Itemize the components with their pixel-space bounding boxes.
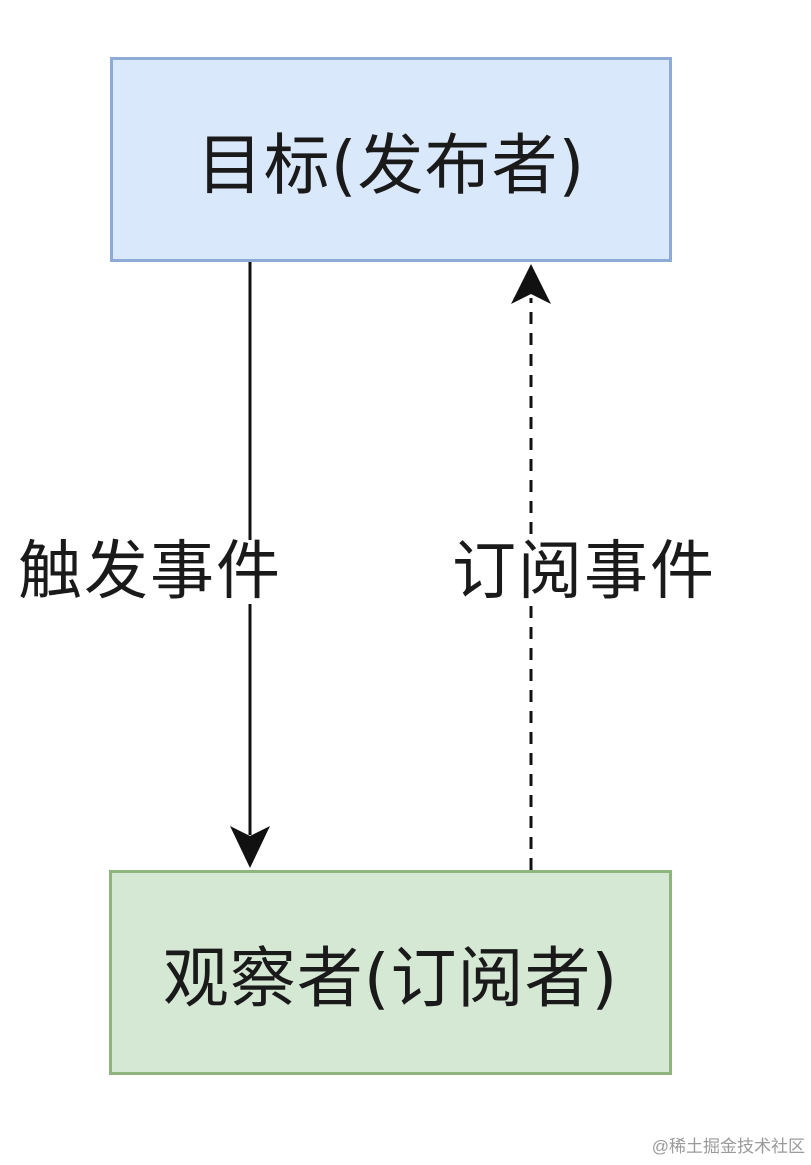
subscriber-node-label: 观察者(订阅者) bbox=[162, 939, 619, 1017]
trigger-arrowhead-icon bbox=[230, 826, 270, 868]
subscriber-node: 观察者(订阅者) bbox=[109, 870, 672, 1075]
subscribe-edge-label: 订阅事件 bbox=[448, 540, 720, 604]
publisher-node-label: 目标(发布者) bbox=[196, 126, 586, 204]
watermark: @稀土掘金技术社区 bbox=[651, 1137, 805, 1156]
subscribe-arrowhead-icon bbox=[511, 264, 551, 304]
publisher-node: 目标(发布者) bbox=[110, 57, 672, 262]
subscribe-edge bbox=[511, 264, 551, 870]
trigger-edge-label: 触发事件 bbox=[14, 540, 286, 604]
